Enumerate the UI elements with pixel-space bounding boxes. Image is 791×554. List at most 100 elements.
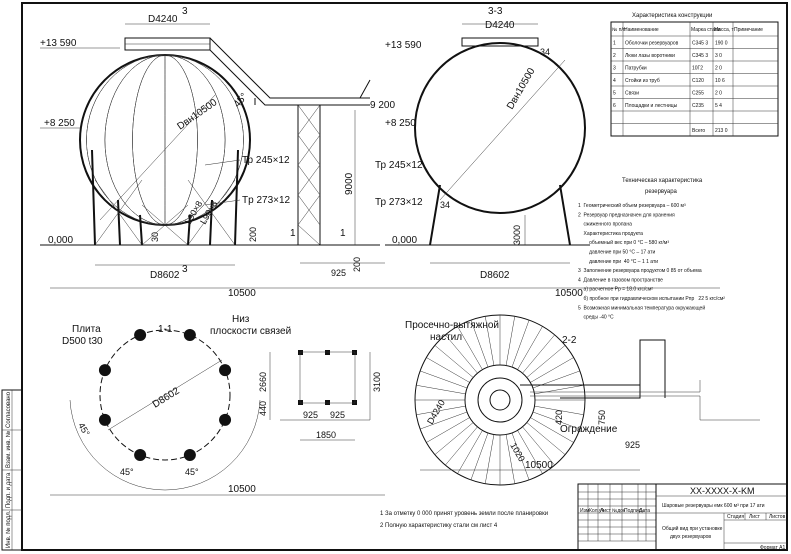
deck-rib xyxy=(470,320,489,368)
deck-rib xyxy=(526,422,566,455)
table-cell: 10 6 xyxy=(715,78,725,84)
dimension-label: 2660 xyxy=(258,372,268,392)
deck-rib xyxy=(534,384,584,395)
header-cell: №док xyxy=(612,508,626,514)
tech-specs: Техническая характеристика резервуара 1 … xyxy=(578,178,725,321)
table-cell: Люки лазы воротники xyxy=(625,53,675,59)
spec-line: объемный вес при 0 °С – 580 кг/м³ xyxy=(578,239,669,246)
angle-label: 45° xyxy=(76,421,92,438)
label: D500 t30 xyxy=(62,336,103,347)
pipe-label: Tp 273×12 xyxy=(242,195,291,206)
dimension-label: 1850 xyxy=(316,430,336,440)
dimension-label: 10500 xyxy=(228,288,256,299)
section-mark: 3 xyxy=(182,6,188,17)
dimension-label: 30 xyxy=(150,232,160,242)
angle-label: 45° xyxy=(232,91,250,110)
angle-label: 45° xyxy=(185,467,199,477)
dimension-label: 440 xyxy=(258,401,268,416)
elevation-label: 9 200 xyxy=(370,100,395,111)
elevation-label: 0,000 xyxy=(48,235,73,246)
stair-tower xyxy=(297,104,321,246)
table-cell: Патрубки xyxy=(625,66,647,72)
table-cell: 2 xyxy=(613,53,616,59)
dimension-label: Dвн10500 xyxy=(175,97,219,133)
left-stamp: Инв. № подл. Подп. и дата Взам. инв. № С… xyxy=(1,389,23,551)
angle-label: 45° xyxy=(120,467,134,477)
dimension-label: 10500 xyxy=(525,460,553,471)
table-cell: 190 0 xyxy=(715,41,728,47)
deck-rib xyxy=(505,316,516,366)
spec-table: Характеристика конструкции № п/пНаименов… xyxy=(610,13,779,137)
specs-title: Техническая характеристика xyxy=(622,178,703,184)
spec-line: давление при 40 °С – 1 1 ати xyxy=(578,259,658,265)
dimension-label: 925 xyxy=(331,268,346,278)
support-plate-marker xyxy=(183,328,196,341)
dimension-label: 3000 xyxy=(512,225,522,245)
deck-rib xyxy=(534,405,584,416)
label: Низ xyxy=(232,314,250,325)
view-title: 1-1 xyxy=(158,324,173,335)
table-cell: С345 3 xyxy=(692,41,708,47)
sheet-title: Общий вид при установке xyxy=(662,525,723,532)
table-cell: 3 0 xyxy=(715,53,722,59)
staircase xyxy=(209,37,371,106)
table-header: Примечание xyxy=(734,27,763,33)
table-cell: Площадки и лестницы xyxy=(625,103,678,109)
support-plate-marker xyxy=(219,364,232,377)
table-header: Наименование xyxy=(624,27,659,33)
dimension-label: 34 xyxy=(440,200,450,210)
stamp-text: Инв. № подл. xyxy=(5,510,12,548)
view-title: 3-3 xyxy=(488,6,503,17)
header-cell: Дата xyxy=(639,508,650,514)
table-cell: Оболочки резервуаров xyxy=(625,41,679,47)
dimension-label: D4240 xyxy=(425,398,447,426)
dimension-label: 925 xyxy=(303,410,318,420)
dimension-label: Dвн10500 xyxy=(505,66,538,112)
title-block: Изм Кол.уч Лист №док Подпись Дата XX-XXX… xyxy=(577,483,788,551)
dimension-label: 34 xyxy=(540,47,550,57)
label: Просечно-вытяжной xyxy=(405,320,499,331)
stamp-text: Взам. инв. № xyxy=(5,431,12,468)
elevation-label: 0,000 xyxy=(392,235,417,246)
note: 2 Полную характеристику стали см лист 4 xyxy=(380,523,498,529)
deck-rib xyxy=(484,434,495,484)
table-cell: 5 4 xyxy=(715,103,722,109)
label: Плита xyxy=(72,324,101,335)
drawing-code: XX-XXXX-X-KM xyxy=(690,486,755,496)
spec-line: сжиженного пропана xyxy=(578,222,632,228)
pipe-label: Тр 245×12 xyxy=(375,160,423,171)
deck-rib xyxy=(426,417,470,443)
sphere-outline xyxy=(414,42,586,214)
table-cell: 1 xyxy=(613,41,616,47)
deck-rib xyxy=(517,326,543,370)
table-cell: Связи xyxy=(625,91,639,97)
support-plate-marker xyxy=(134,328,147,341)
notes: 1 За отметку 0 000 принят уровень земли … xyxy=(380,511,548,529)
support-plate-marker xyxy=(183,449,196,462)
dimension-label: 200 xyxy=(248,227,258,242)
deck-rib xyxy=(445,426,478,466)
tower-plan: 2660 3100 440 925 925 1850 xyxy=(258,350,382,441)
header-cell: Лист xyxy=(749,514,761,520)
deck-rib xyxy=(426,357,470,383)
deck-rib xyxy=(457,326,483,370)
deck-rib xyxy=(511,432,530,480)
front-view: +13 590 +8 250 0,000 9 200 3 3 D4240 Dвн… xyxy=(40,6,720,299)
dimension-label: D8602 xyxy=(150,270,180,281)
table-cell: 4 xyxy=(613,78,616,84)
table-cell: С255 xyxy=(692,91,704,97)
walkway xyxy=(520,339,666,399)
dimension-label: 200 xyxy=(352,257,362,272)
header-cell: Изм xyxy=(580,508,590,514)
dimension-label: D4240 xyxy=(485,20,515,31)
spec-line: 2 Резервуар предназначен для хранения xyxy=(578,212,675,218)
deck-rib xyxy=(530,417,574,443)
deck-rib xyxy=(445,334,478,374)
table-cell: С235 xyxy=(692,103,704,109)
deck-rib xyxy=(511,320,530,368)
spec-line: Характеристика продукта xyxy=(578,231,643,237)
note: 1 За отметку 0 000 принят уровень земли … xyxy=(380,511,548,517)
table-cell: 5 xyxy=(613,91,616,97)
table-cell: Стойки из труб xyxy=(625,77,660,84)
